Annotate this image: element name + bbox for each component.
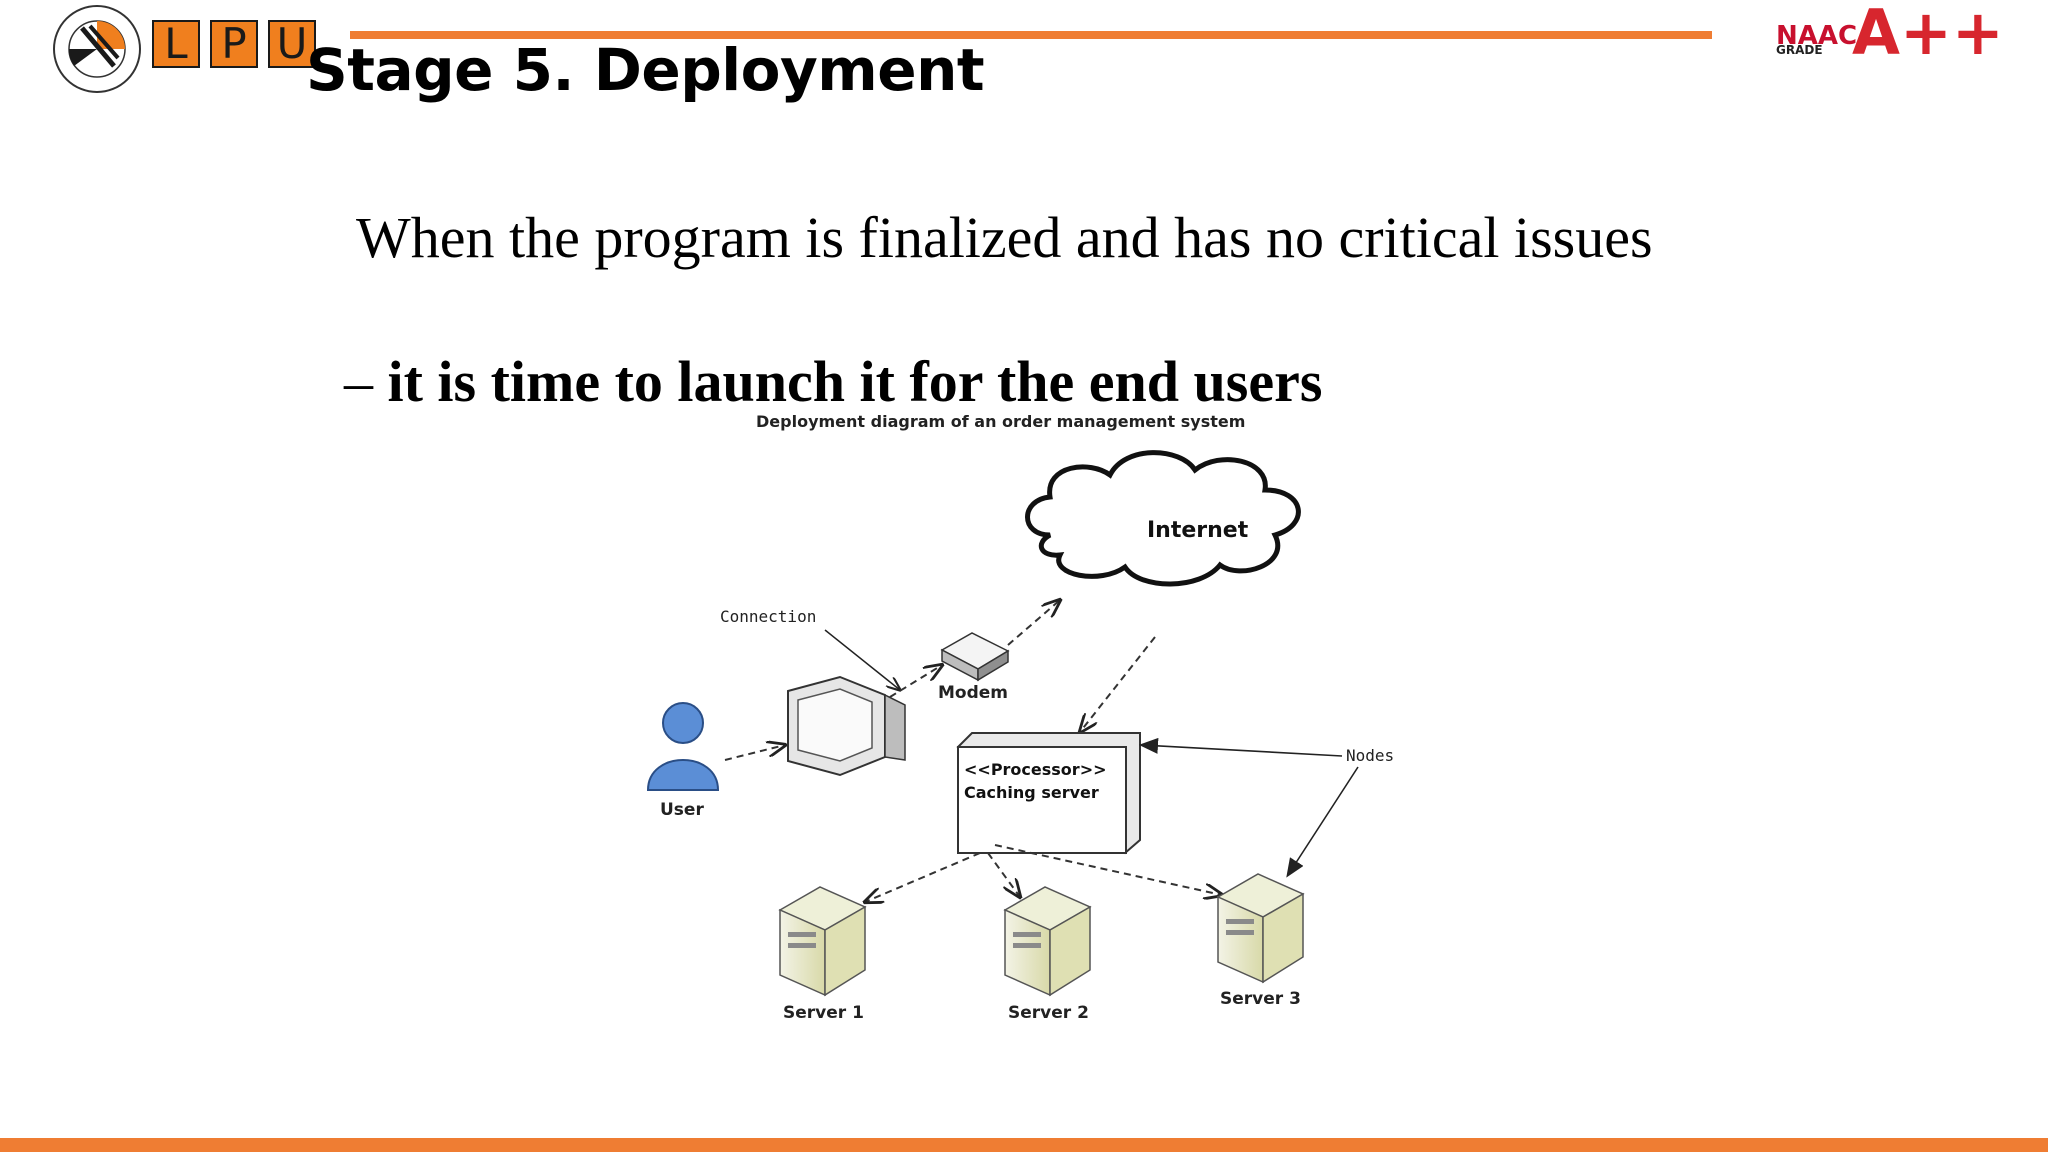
internet-label: Internet xyxy=(1147,518,1249,543)
processor-stereotype: <<Processor>> xyxy=(964,760,1107,779)
logo-letter-p: P xyxy=(210,20,258,68)
svg-text:GRADE: GRADE xyxy=(1776,43,1823,57)
svg-text:A++: A++ xyxy=(1852,0,2004,69)
deployment-diagram: Deployment diagram of an order managemen… xyxy=(646,412,1394,1023)
dash: – xyxy=(344,349,388,414)
server-2-icon xyxy=(1003,886,1092,997)
user-icon xyxy=(646,702,720,791)
diagram-caption: Deployment diagram of an order managemen… xyxy=(756,412,1245,431)
server-3-label: Server 3 xyxy=(1220,989,1301,1009)
header-accent-rule xyxy=(350,31,1712,39)
user-label: User xyxy=(660,800,704,820)
server-3-icon xyxy=(1216,873,1305,984)
internet-cloud: Internet xyxy=(1025,450,1301,587)
logo-letter-l: L xyxy=(152,20,200,68)
body-line-1: When the program is finalized and has no… xyxy=(356,205,1653,270)
naac-grade-badge: NAAC GRADE A++ xyxy=(1776,0,2004,69)
server-1-label: Server 1 xyxy=(783,1003,864,1023)
footer-accent-rule xyxy=(0,1138,2048,1152)
modem-icon xyxy=(940,632,1010,682)
modem-label: Modem xyxy=(938,683,1008,703)
logo-letter-u: U xyxy=(268,20,316,68)
computer-icon xyxy=(787,675,906,777)
university-seal-logo xyxy=(53,5,141,93)
processor-name: Caching server xyxy=(964,783,1099,802)
svg-text:NAAC: NAAC xyxy=(1776,21,1857,51)
slide-title: Stage 5. Deployment xyxy=(306,36,985,104)
connection-label: Connection xyxy=(720,607,816,626)
caching-server-node: <<Processor>> Caching server xyxy=(956,732,1141,855)
body-line-2-bold: it is time to launch it for the end user… xyxy=(387,349,1323,414)
server-1-icon xyxy=(778,886,867,997)
server-2-label: Server 2 xyxy=(1008,1003,1089,1023)
nodes-label: Nodes xyxy=(1346,746,1394,765)
body-line-2: – it is time to launch it for the end us… xyxy=(344,348,1322,415)
